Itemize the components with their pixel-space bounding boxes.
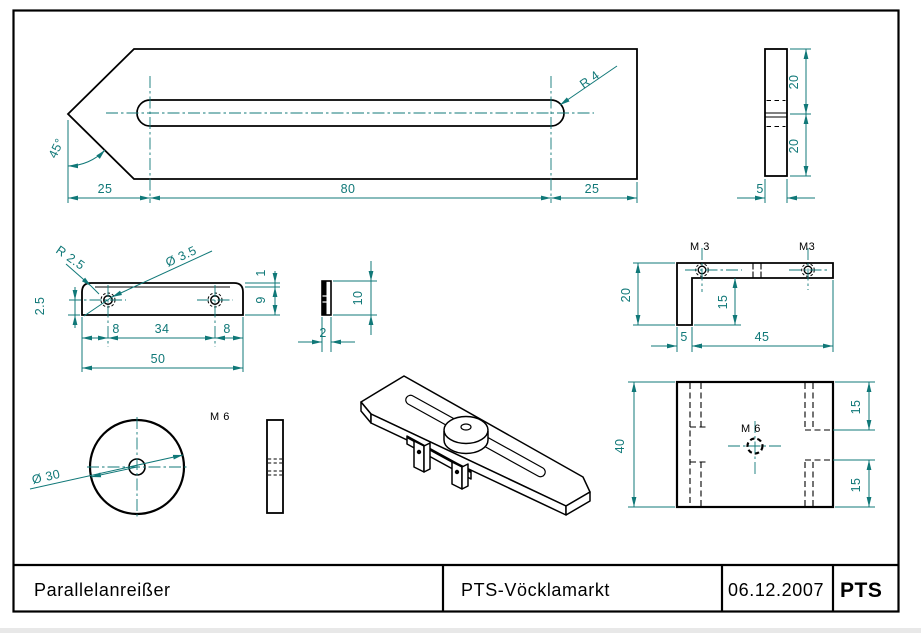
bar-outline	[66, 48, 638, 180]
view-disc-side	[266, 419, 284, 514]
dim-disc-diameter: Ø 30	[31, 467, 62, 487]
dim-bar-lower-height: 20	[787, 139, 801, 154]
title-block-organization: PTS-Vöcklamarkt	[461, 580, 610, 600]
dim-slider-side-height: 10	[351, 291, 365, 306]
iso-bracket-leg	[413, 440, 425, 473]
bracket-break-marks	[752, 263, 762, 278]
label-disc-thread: M 6	[210, 411, 230, 423]
slider-section-fill	[322, 281, 327, 315]
title-block-date: 06.12.2007	[728, 580, 824, 600]
iso-bracket-leg	[451, 461, 463, 490]
iso-screw	[416, 449, 422, 455]
title-block: Parallelanreißer PTS-Vöcklamarkt 06.12.2…	[13, 563, 899, 612]
view-slider-side: 10 2	[298, 261, 377, 352]
view-bar-front: 25 80 25 R 4 45°	[46, 48, 638, 203]
view-base-plate: M 6 40 15 15	[613, 380, 875, 509]
dim-bar-slot-length: 80	[341, 182, 356, 196]
dim-slot-radius: R 4	[577, 68, 602, 91]
dim-bar-thickness: 5	[756, 182, 763, 196]
label-base-plate-thread: M 6	[741, 423, 761, 435]
view-bar-side: 20 20 5	[737, 48, 815, 203]
dim-tip-angle: 45°	[46, 136, 67, 160]
title-block-initials: PTS	[840, 579, 882, 602]
bracket-outline	[676, 262, 834, 326]
view-disc: Ø 30 M 6	[29, 411, 230, 517]
dim-slider-body: 9	[254, 296, 268, 303]
dim-slider-total: 50	[151, 352, 166, 366]
base-plate-outline	[675, 380, 835, 509]
label-bracket-thread-left: M 3	[690, 241, 710, 253]
dim-base-plate-height: 40	[613, 439, 627, 454]
dim-bracket-thickness: 5	[680, 330, 687, 344]
dim-slider-right: 8	[223, 322, 230, 336]
iso-screw	[454, 469, 460, 475]
dim-bracket-length: 45	[755, 330, 770, 344]
dim-slider-hole-height: 2.5	[33, 297, 47, 316]
dim-slider-crown: 1	[254, 269, 268, 276]
slider-outline	[81, 282, 244, 316]
dim-base-plate-slot-bottom: 15	[849, 478, 863, 493]
disc-side-hidden-thread	[268, 458, 282, 476]
dim-slider-left: 8	[112, 322, 119, 336]
dim-base-plate-slot-top: 15	[849, 400, 863, 415]
dim-bracket-leg: 15	[716, 295, 730, 310]
title-block-part-name: Parallelanreißer	[34, 580, 171, 600]
slider-side-outline	[321, 280, 332, 316]
dim-slider-side-thickness: 2	[319, 326, 326, 340]
label-bracket-thread-right: M3	[799, 241, 815, 253]
view-slider-front: Ø 3.5 R 2.5 2.5 8 34 8 50 1 9	[33, 243, 280, 372]
iso-disc-hole	[460, 423, 472, 431]
dim-bar-right: 25	[585, 182, 600, 196]
dim-bar-upper-height: 20	[787, 75, 801, 90]
view-bracket: M 3 M3 20 15 5 45	[619, 241, 834, 352]
dim-slider-spacing: 34	[155, 322, 170, 336]
disc-side-outline	[266, 419, 284, 514]
view-isometric-assembly	[360, 375, 591, 516]
drawing-border	[12, 9, 900, 613]
dim-bracket-height: 20	[619, 288, 633, 303]
dim-bar-left: 25	[98, 182, 113, 196]
